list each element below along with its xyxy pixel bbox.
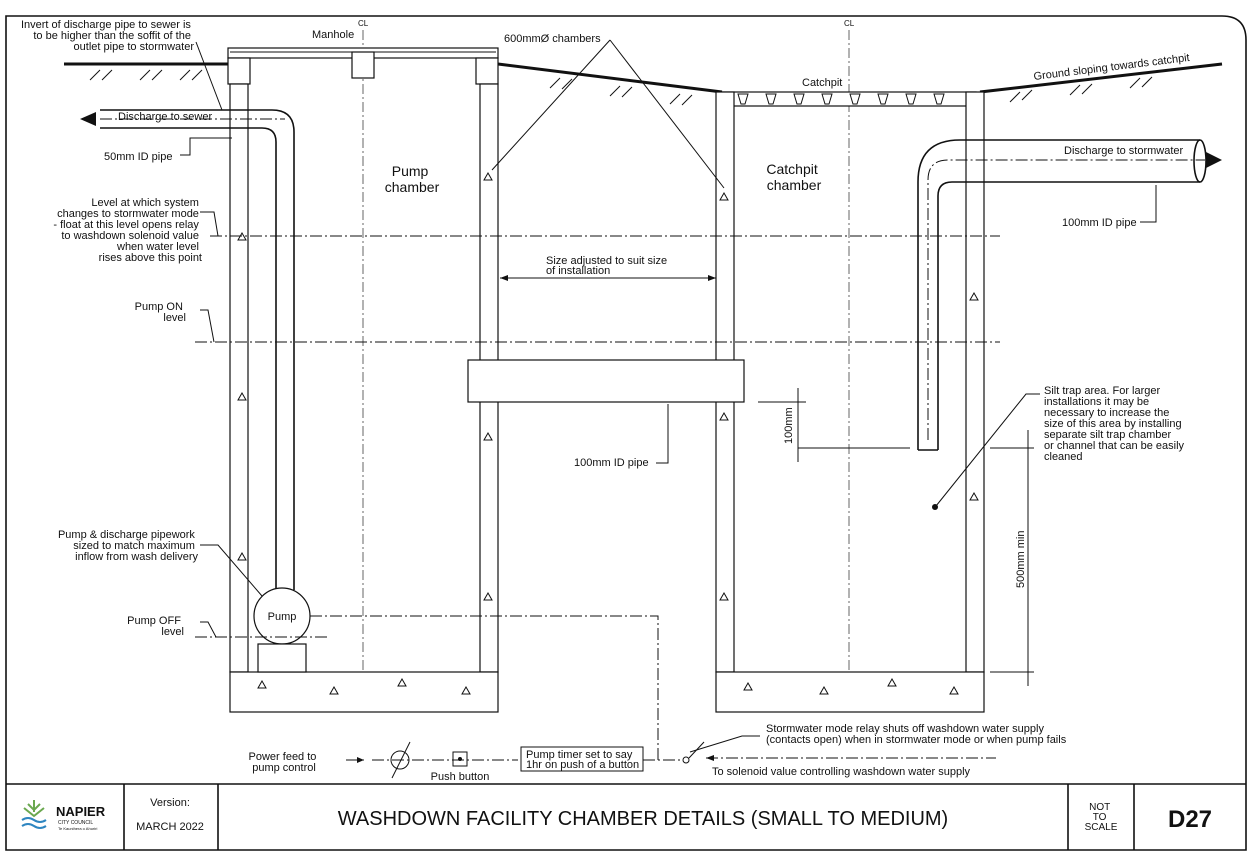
annotation-labels: Invert of discharge pipe to sewer is to …	[21, 19, 1190, 783]
ground-label: Ground sloping towards catchpit	[1033, 52, 1190, 83]
relay-note: Stormwater mode relay shuts off washdown…	[766, 723, 1067, 746]
napier-logo: NAPIER CITY COUNCIL Te Kaunihera o Ahuri…	[21, 800, 106, 831]
push-button-icon[interactable]	[452, 751, 468, 767]
pipe-100-right-label: 100mm ID pipe	[1062, 217, 1137, 229]
pump-chamber-base	[229, 671, 499, 713]
pump-chamber	[80, 47, 499, 713]
connecting-pipe	[467, 359, 745, 403]
push-button-label: Push button	[431, 771, 490, 783]
leader-lines	[180, 39, 1157, 753]
solenoid-note: To solenoid value controlling washdown w…	[712, 766, 971, 778]
relay-contact-icon	[682, 756, 690, 764]
pipe-100-mid-label: 100mm ID pipe	[574, 457, 649, 469]
discharge-storm-label: Discharge to stormwater	[1064, 145, 1184, 157]
level-note: Level at which system changes to stormwa…	[53, 197, 202, 264]
scale-note: NOT TO SCALE	[1085, 802, 1118, 833]
control-wiring	[310, 615, 996, 779]
discharge-sewer-label: Discharge to sewer	[118, 111, 212, 123]
logo-sub: CITY COUNCIL	[58, 820, 93, 826]
size-adjusted-label: Size adjusted to suit size of installati…	[546, 255, 670, 277]
drawing-title: WASHDOWN FACILITY CHAMBER DETAILS (SMALL…	[338, 808, 948, 830]
cl-label-pump: CL	[358, 19, 369, 28]
pump-timer-box	[520, 746, 644, 772]
catchpit-base	[715, 671, 985, 713]
version-label: Version:	[150, 797, 190, 809]
cl-label-catchpit: CL	[844, 19, 855, 28]
catchpit-label: Catchpit	[802, 77, 842, 89]
logo-tagline: Te Kaunihera o Ahuriri	[58, 826, 97, 831]
title-block: NAPIER CITY COUNCIL Te Kaunihera o Ahuri…	[6, 783, 1246, 850]
pump-pipework-note: Pump & discharge pipework sized to match…	[58, 529, 199, 563]
pump-chamber-label: Pump chamber	[385, 163, 440, 195]
chambers-label: 600mmØ chambers	[504, 33, 601, 45]
pump-on-label: Pump ON level	[135, 301, 186, 324]
power-feed-label: Power feed to pump control	[249, 751, 320, 774]
pipe-50-label: 50mm ID pipe	[104, 151, 172, 163]
drawing-number: D27	[1168, 806, 1212, 833]
dim-100-label: 100mm	[783, 407, 795, 444]
pump-chamber-left-wall	[229, 83, 249, 673]
catchpit-chamber-label: Catchpit chamber	[766, 161, 821, 193]
pump-off-label: Pump OFF level	[127, 615, 184, 638]
invert-note: Invert of discharge pipe to sewer is to …	[21, 19, 194, 53]
timer-note: Pump timer set to say 1hr on push of a b…	[526, 749, 639, 771]
ground-surface	[64, 62, 1223, 106]
version-value: MARCH 2022	[136, 821, 204, 833]
catchpit-right-wall	[965, 91, 985, 673]
sewer-arrow-icon	[80, 112, 96, 126]
pump-label: Pump	[268, 611, 297, 623]
isolator-switch-icon	[390, 750, 410, 770]
logo-name: NAPIER	[56, 804, 106, 819]
dim-500-label: 500mm min	[1015, 531, 1027, 588]
manhole-label: Manhole	[312, 29, 354, 41]
stormwater-arrow-icon	[1206, 152, 1222, 168]
sheet-border	[5, 15, 1247, 851]
silt-note: Silt trap area. For larger installations…	[1044, 385, 1187, 463]
